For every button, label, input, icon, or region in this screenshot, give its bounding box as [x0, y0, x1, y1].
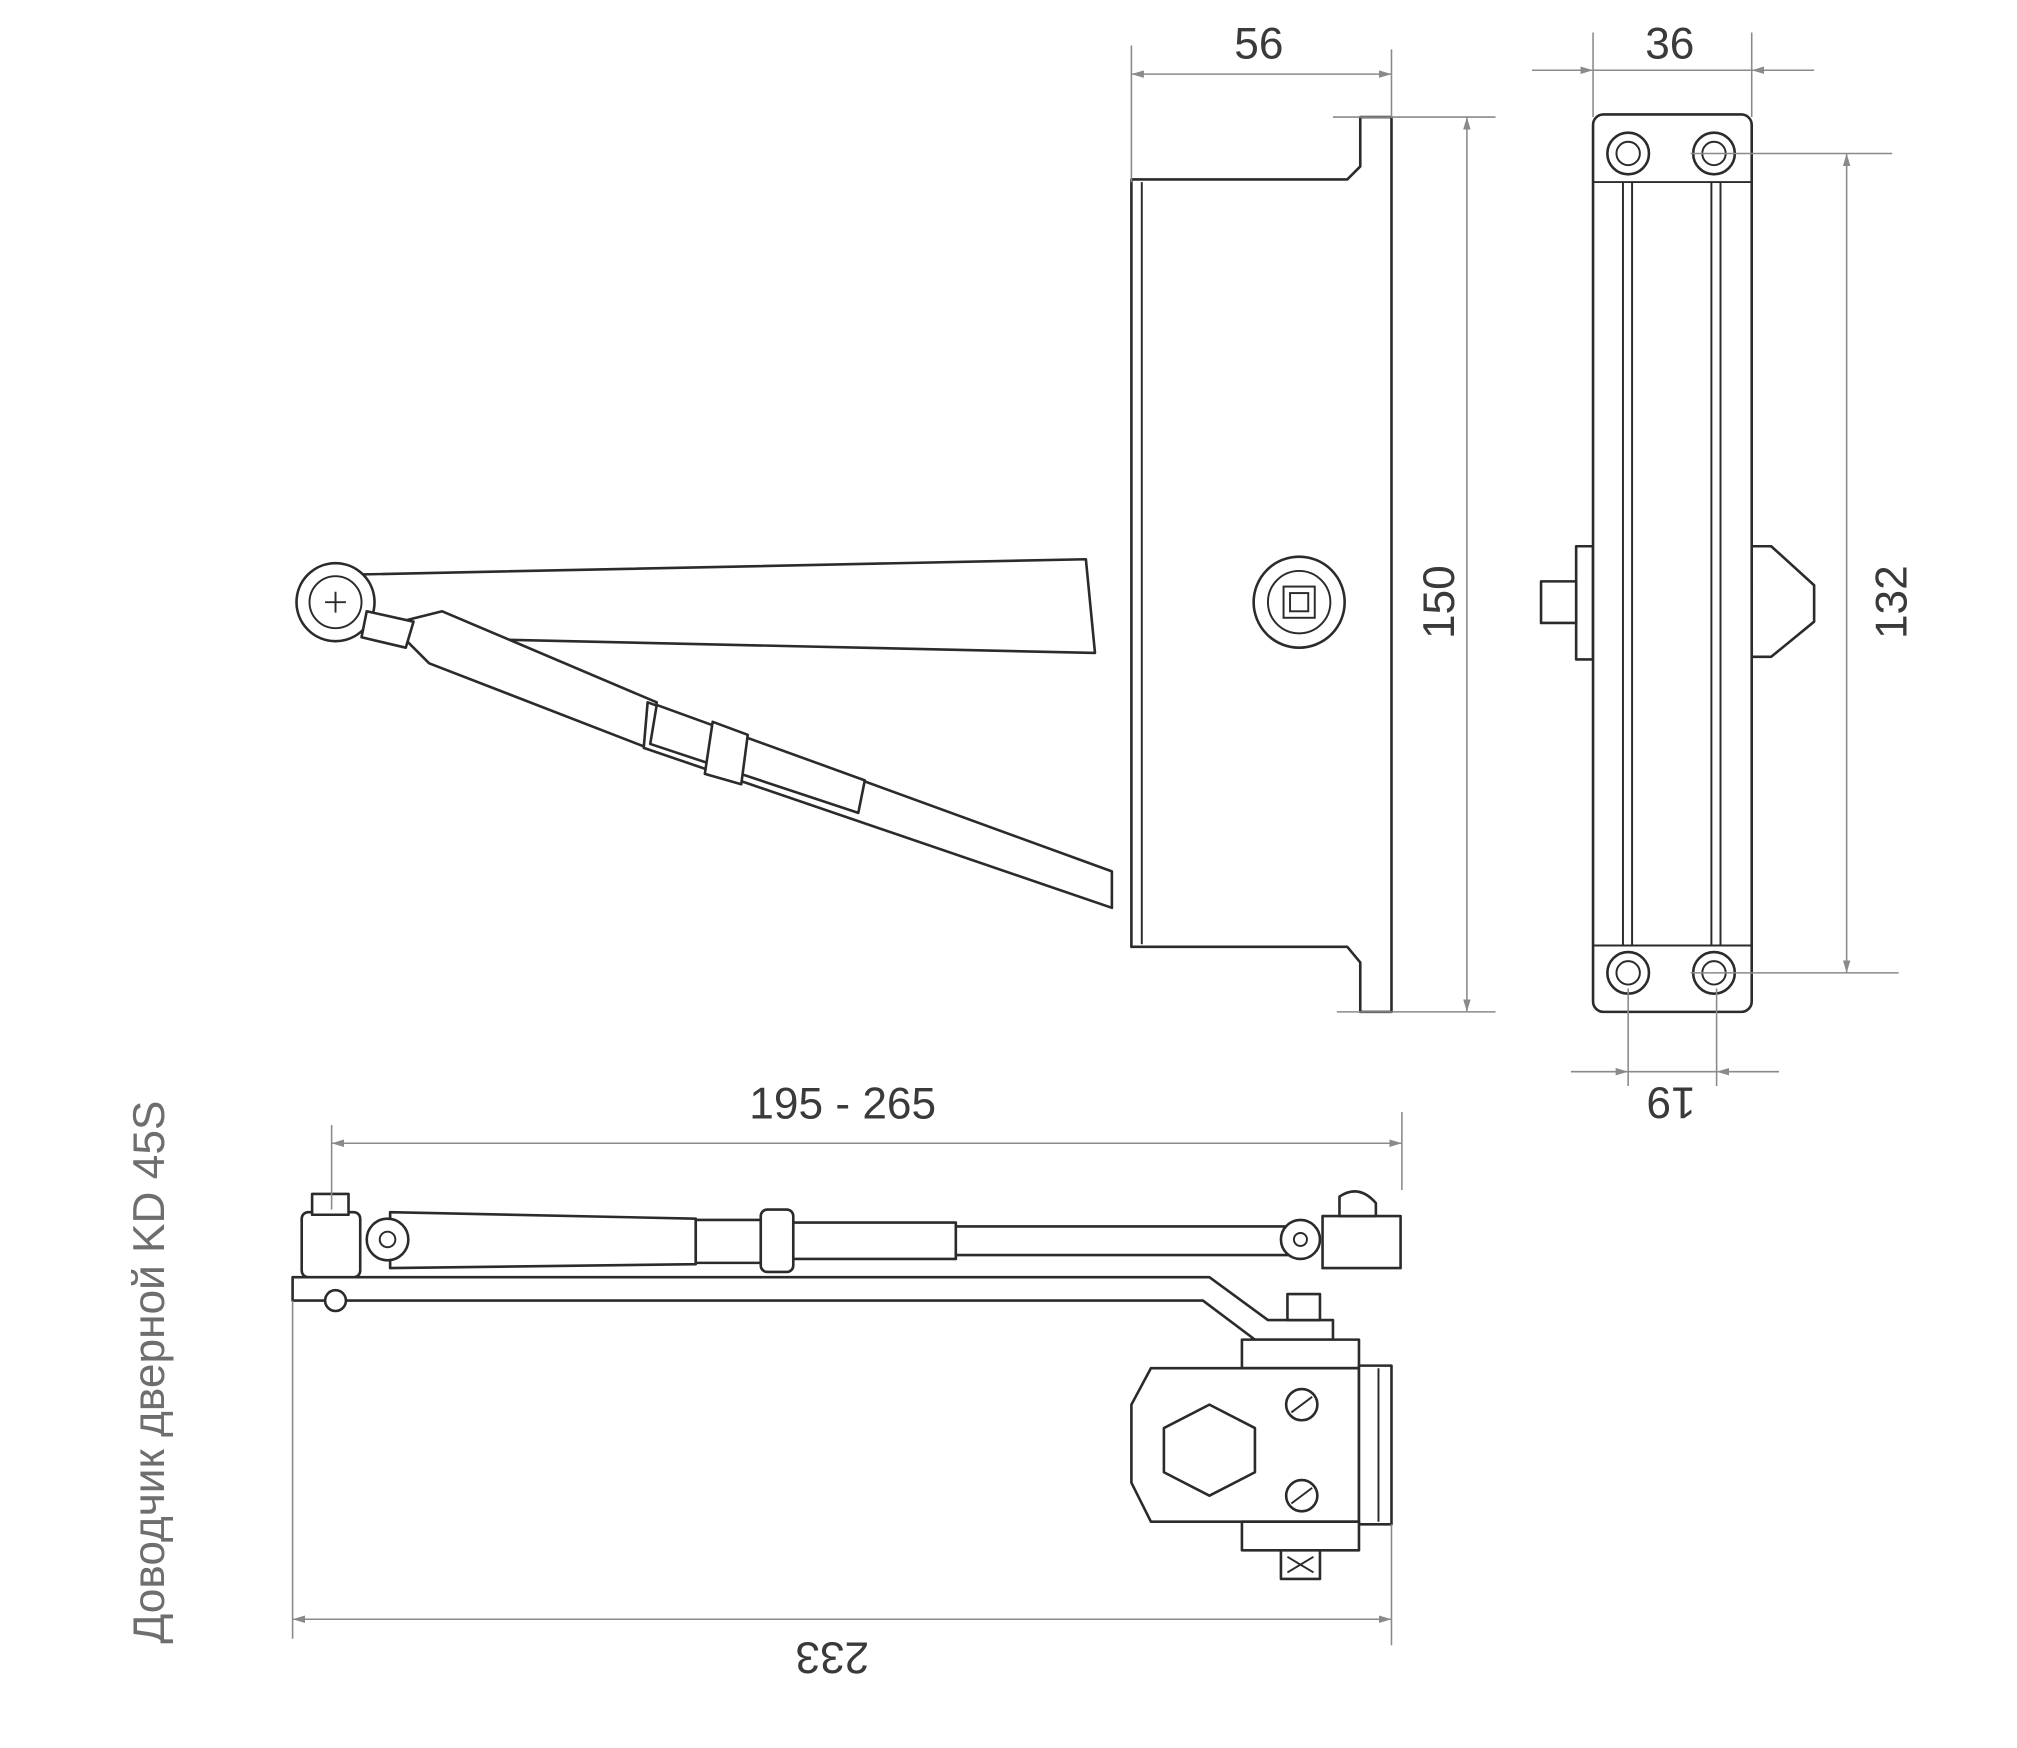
closer-body-top [1130, 1292, 1393, 1581]
arm-side [295, 557, 1114, 910]
closer-body-front [1591, 113, 1754, 1014]
top-view: 195 - 265 233 [291, 1080, 1403, 1682]
dimension-label: 150 [1415, 565, 1464, 639]
drawing-title: Доводчик дверной KD 45S [125, 1101, 174, 1644]
dimension-195-265: 195 - 265 [330, 1080, 1403, 1210]
dimension-label: 195 - 265 [749, 1080, 936, 1129]
main-arm [291, 1275, 1335, 1341]
dimension-label: 56 [1234, 20, 1283, 69]
dimension-19: 19 [1570, 988, 1780, 1126]
dimension-233: 233 [291, 1300, 1393, 1682]
dimension-label: 19 [1646, 1077, 1695, 1126]
dimension-56: 56 [1130, 20, 1393, 183]
dimension-36: 36 [1531, 20, 1815, 118]
closer-body-side [1130, 115, 1393, 1014]
dimension-132: 132 [1690, 152, 1916, 974]
front-view: 36 132 19 [1531, 20, 1916, 1126]
dimension-150: 150 [1332, 116, 1496, 1013]
spindle [1252, 555, 1346, 649]
adjustable-arm [300, 1190, 1402, 1279]
dimension-label: 132 [1867, 565, 1916, 639]
dimension-label: 36 [1645, 20, 1694, 69]
dimension-label: 233 [795, 1633, 869, 1682]
side-view: 56 150 [295, 20, 1496, 1014]
